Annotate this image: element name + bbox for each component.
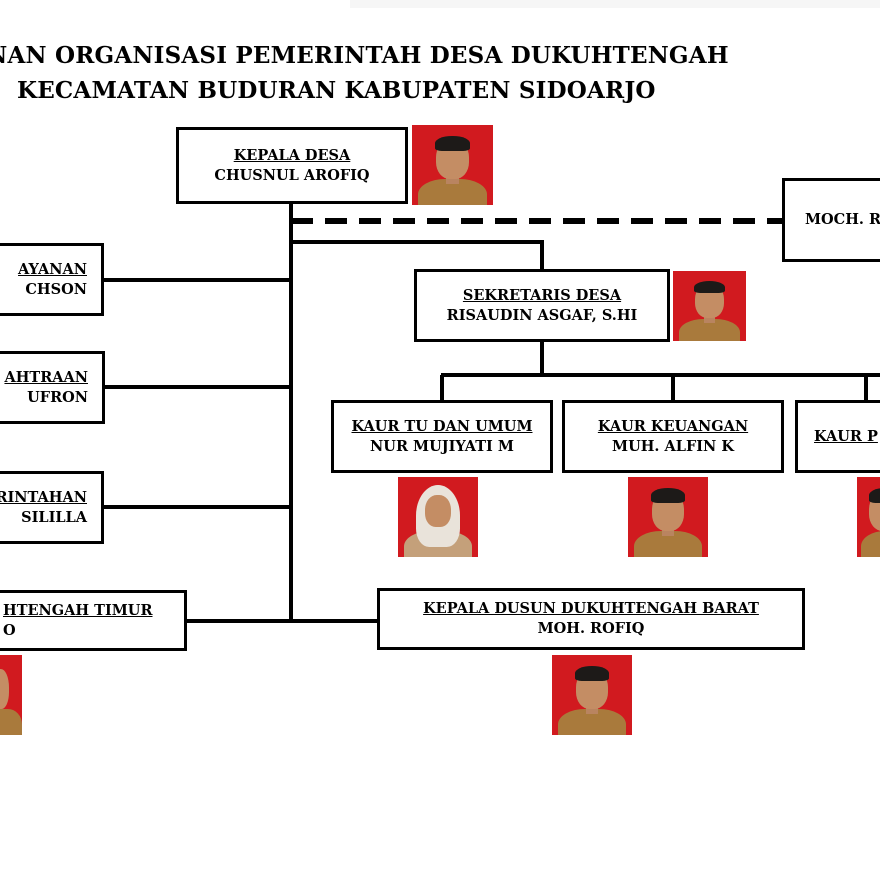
- kasi-1-name: CHSON: [25, 280, 87, 298]
- kepala-desa-box: KEPALA DESA CHUSNUL AROFIQ: [176, 127, 408, 204]
- kaur-2-photo: [628, 477, 708, 557]
- kaur-3-photo: [857, 477, 880, 557]
- bpd-box: MOCH. R: [782, 178, 880, 262]
- kasi-3-role: RINTAHAN: [0, 488, 87, 506]
- kaur-box-3: KAUR P: [795, 400, 880, 473]
- sekretaris-role: SEKRETARIS DESA: [462, 286, 622, 304]
- dusun-barat-box: KEPALA DUSUN DUKUHTENGAH BARAT MOH. ROFI…: [377, 588, 805, 650]
- kaur-2-name: MUH. ALFIN K: [612, 437, 734, 455]
- kasi-box-3: RINTAHAN SILILLA: [0, 471, 104, 544]
- kaur-2-role: KAUR KEUANGAN: [597, 417, 749, 435]
- kaur-1-photo: [398, 477, 478, 557]
- kasi-2-name: UFRON: [27, 388, 88, 406]
- dusun-timur-box: HTENGAH TIMUR O: [0, 590, 187, 651]
- sekretaris-photo: [673, 271, 746, 341]
- bpd-name: MOCH. R: [805, 211, 880, 228]
- chart-title-line-1: UNAN ORGANISASI PEMERINTAH DESA DUKUHTEN…: [0, 42, 729, 69]
- dusun-timur-name: O: [3, 621, 16, 639]
- kepala-desa-photo: [412, 125, 493, 205]
- dusun-barat-role: KEPALA DUSUN DUKUHTENGAH BARAT: [423, 600, 759, 617]
- kepala-desa-role: KEPALA DESA: [233, 146, 351, 164]
- chart-title-line-2: KECAMATAN BUDURAN KABUPATEN SIDOARJO: [17, 77, 656, 104]
- dusun-timur-role: HTENGAH TIMUR: [3, 601, 153, 619]
- kasi-box-2: AHTRAAN UFRON: [0, 351, 105, 424]
- dusun-barat-name: MOH. ROFIQ: [537, 620, 645, 637]
- kasi-box-1: AYANAN CHSON: [0, 243, 104, 316]
- kaur-1-name: NUR MUJIYATI M: [370, 437, 514, 455]
- kasi-1-role: AYANAN: [18, 260, 87, 278]
- kaur-box-2: KAUR KEUANGAN MUH. ALFIN K: [562, 400, 784, 473]
- kaur-box-1: KAUR TU DAN UMUM NUR MUJIYATI M: [331, 400, 553, 473]
- sekretaris-box: SEKRETARIS DESA RISAUDIN ASGAF, S.HI: [414, 269, 670, 342]
- sekretaris-name: RISAUDIN ASGAF, S.HI: [446, 306, 638, 324]
- top-edge-strip: [350, 0, 880, 8]
- kaur-3-role: KAUR P: [814, 427, 878, 445]
- kaur-1-role: KAUR TU DAN UMUM: [351, 417, 533, 435]
- dusun-timur-photo: [0, 655, 22, 735]
- dusun-barat-photo: [552, 655, 632, 735]
- kasi-3-name: SILILLA: [21, 508, 87, 526]
- connector-sekretaris: [291, 240, 544, 270]
- kepala-desa-name: CHUSNUL AROFIQ: [214, 166, 370, 184]
- kasi-2-role: AHTRAAN: [4, 368, 88, 386]
